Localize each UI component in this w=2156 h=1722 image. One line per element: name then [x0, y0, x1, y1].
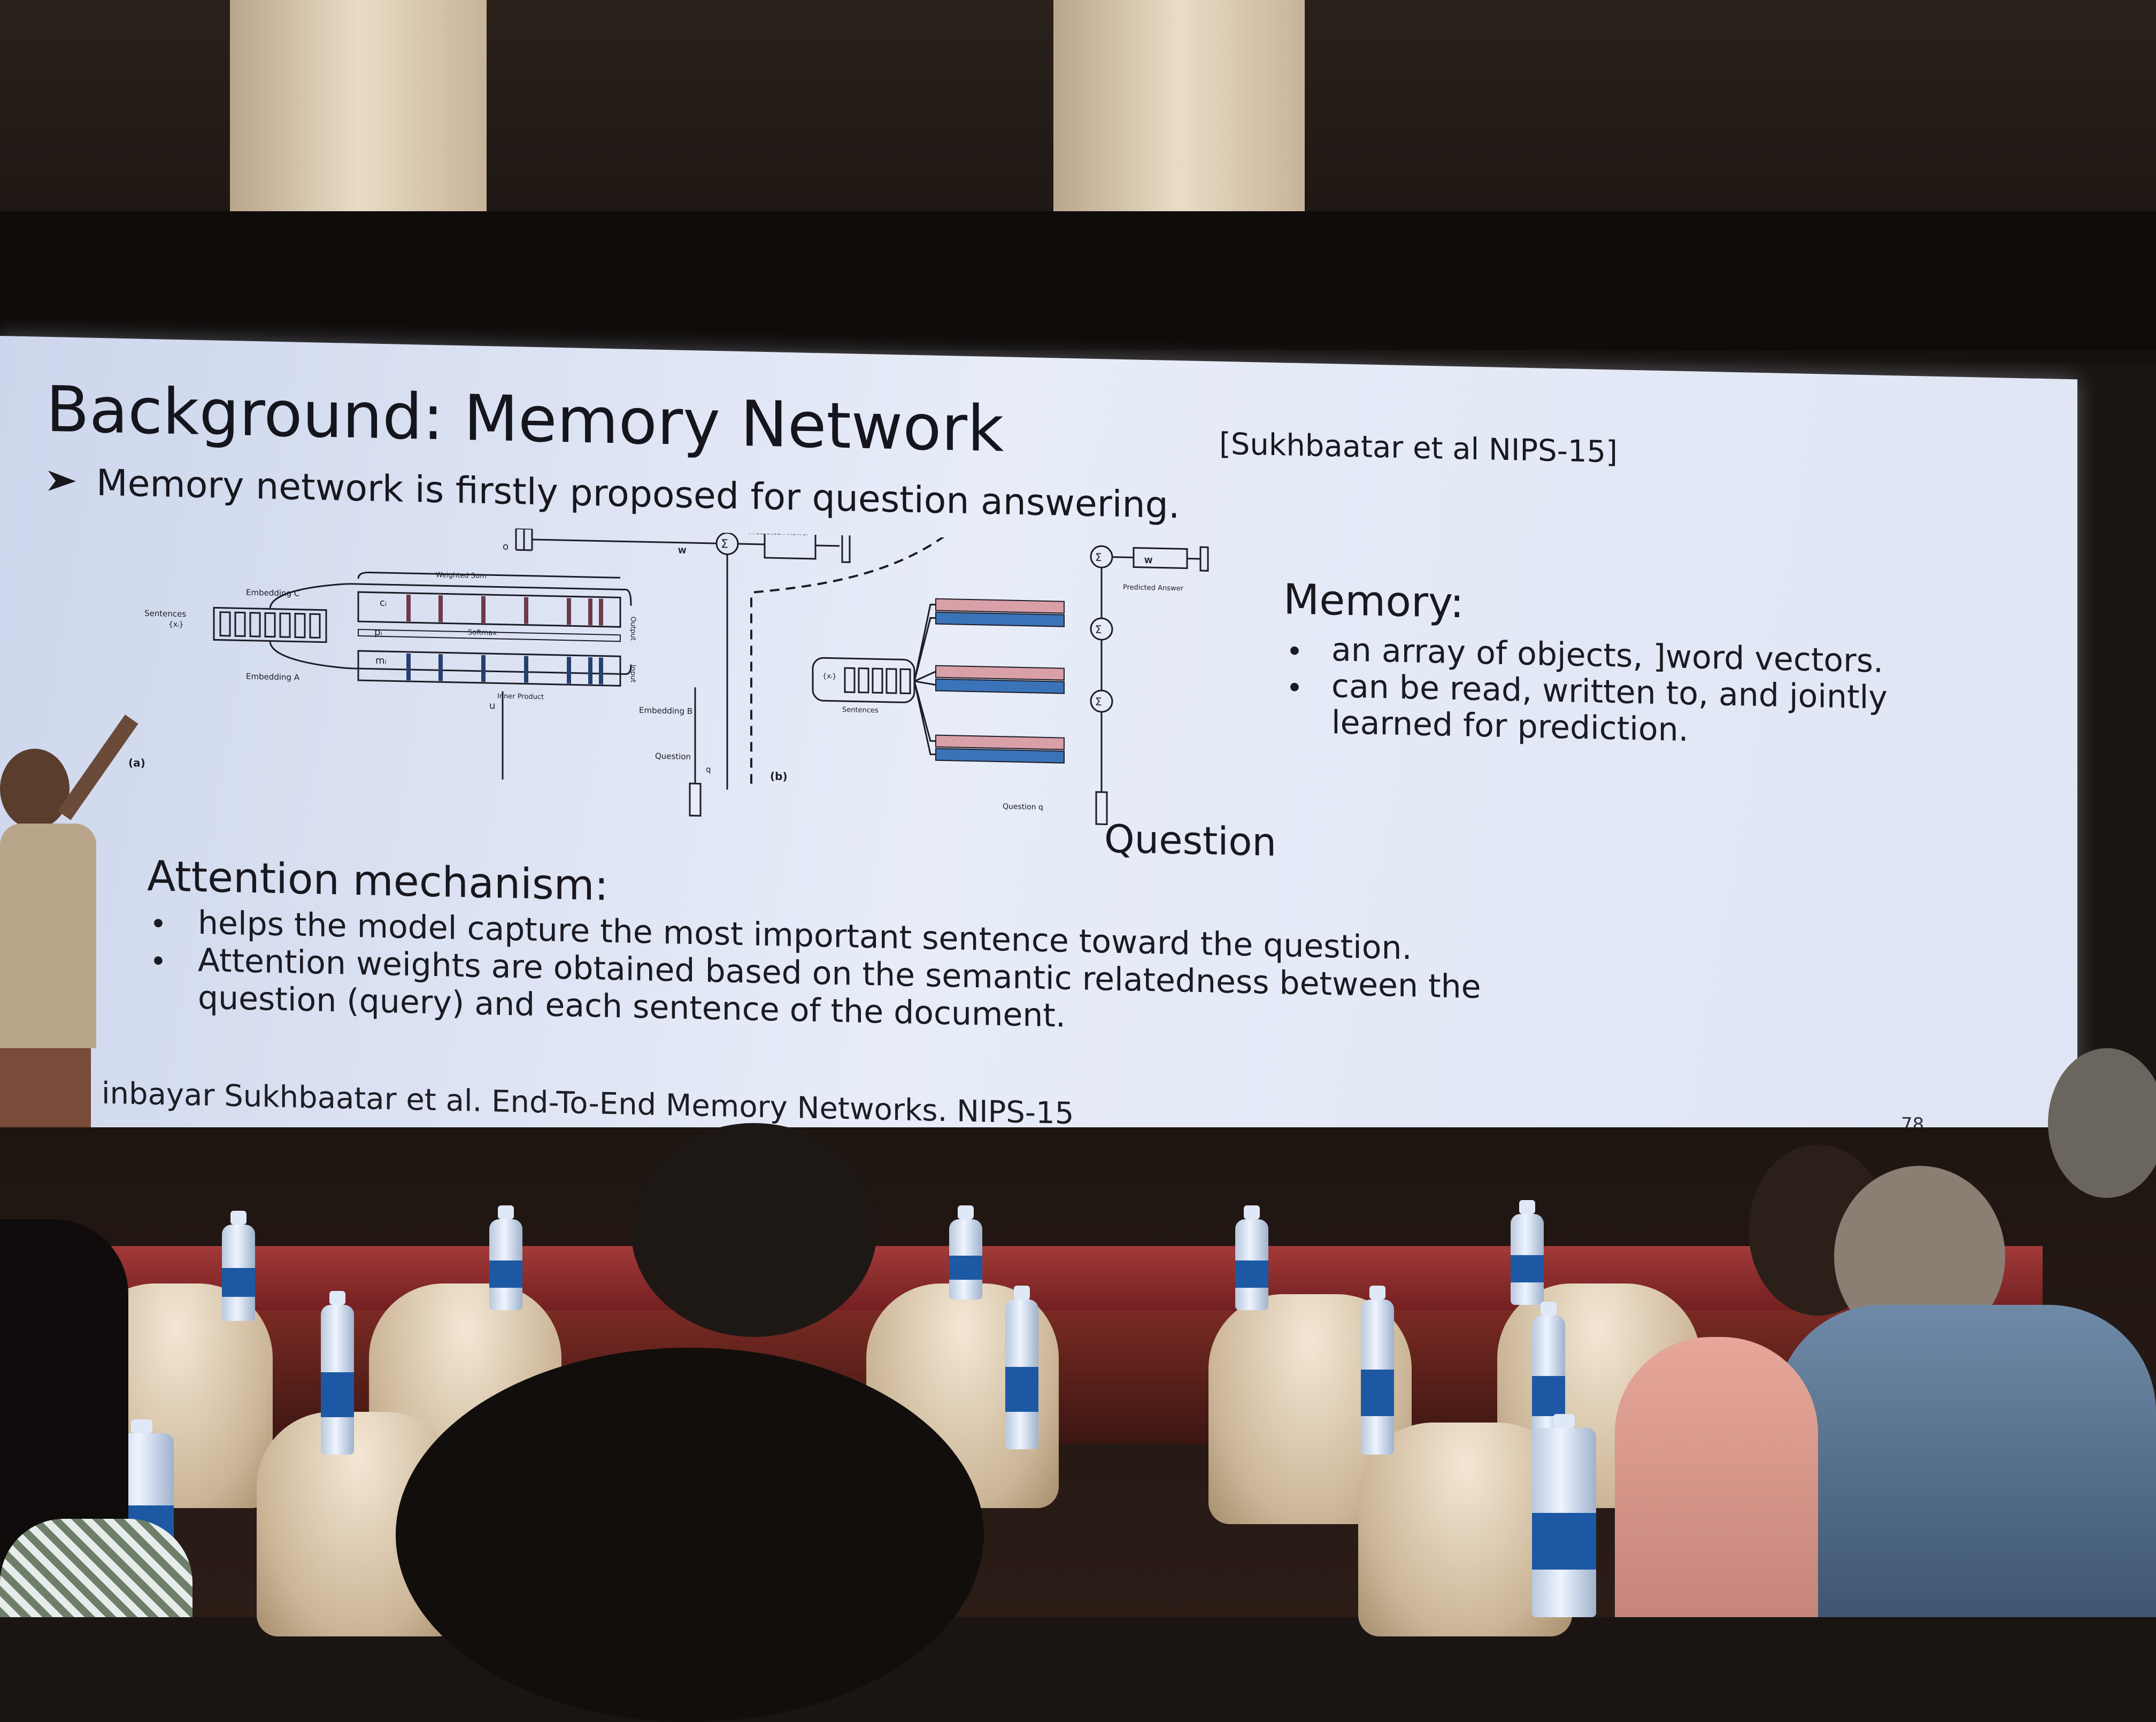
predicted-answer-label: Predicted Answer	[749, 528, 810, 537]
output-memory-row	[357, 591, 621, 628]
water-bottle	[321, 1291, 354, 1455]
w-label-b: W	[1144, 557, 1152, 565]
question-label-b: Question q	[1003, 802, 1043, 812]
audience-member	[0, 1519, 192, 1617]
panel-b-label: (b)	[770, 770, 788, 783]
water-bottle	[489, 1205, 522, 1310]
sentences-label-b: Sentences	[842, 706, 879, 714]
embedding-c-label: Embedding C	[246, 588, 299, 598]
wall-pillar	[1053, 0, 1305, 214]
water-bottle	[1511, 1200, 1544, 1305]
sentences-sub-a: {xᵢ}	[168, 620, 184, 629]
predicted-answer-label-b: Predicted Answer	[1123, 583, 1184, 593]
arrow-bullet-icon	[46, 461, 78, 504]
q-label: q	[706, 765, 711, 774]
softmax-label: Softmax	[468, 628, 497, 637]
panel-a-label: (a)	[128, 756, 145, 770]
w-label: W	[678, 547, 686, 556]
audience-member	[1615, 1337, 1818, 1617]
wall-band	[0, 211, 2156, 350]
slide-citation: [Sukhbaatar et al NIPS-15]	[1219, 426, 1618, 470]
water-bottle	[1005, 1286, 1038, 1449]
water-bottle	[222, 1211, 255, 1321]
slide-footer: inbayar Sukhbaatar et al. End-To-End Mem…	[102, 1075, 1074, 1132]
sigma-b2: Σ	[1095, 623, 1102, 636]
stage-front	[64, 1246, 2043, 1316]
audience-member	[2048, 1048, 2156, 1198]
projection-screen: Background: Memory Network [Sukhbaatar e…	[0, 336, 2077, 1171]
weighted-sum-label: Weighted Sum	[436, 571, 487, 580]
input-label: Input	[629, 665, 637, 683]
attention-heading: Attention mechanism:	[147, 852, 609, 910]
inner-product-label: Inner Product	[497, 692, 544, 701]
input-memory-row	[357, 650, 621, 687]
sigma-b3: Σ	[1095, 695, 1102, 708]
wall-pillar	[230, 0, 487, 214]
audience-member	[396, 1348, 984, 1722]
embedding-b-label: Embedding B	[639, 705, 692, 716]
water-bottle	[1532, 1302, 1565, 1449]
divider-dashes	[753, 521, 964, 594]
main-bullet-text: Memory network is firstly proposed for q…	[96, 462, 1180, 527]
water-bottle	[1532, 1414, 1596, 1617]
ci-label: cᵢ	[380, 597, 387, 609]
sigma-b1: Σ	[1095, 551, 1102, 564]
memory-network-diagram: Embedding C Sentences {xᵢ} Embedding A W…	[128, 521, 1209, 825]
question-label-a: Question	[655, 751, 691, 762]
audience-member	[1775, 1305, 2156, 1617]
water-bottle	[1235, 1205, 1268, 1310]
sentences-label-a: Sentences	[144, 609, 186, 619]
water-bottle	[1361, 1286, 1394, 1455]
xi-label-b: {xᵢ}	[822, 672, 837, 681]
question-label: Question	[1104, 816, 1277, 865]
mi-label: mᵢ	[375, 655, 387, 666]
memory-heading: Memory:	[1283, 575, 1464, 628]
memory-bullet-dot: •	[1286, 634, 1303, 669]
main-bullet: Memory network is firstly proposed for q…	[46, 461, 1180, 527]
memory-item-3: learned for prediction.	[1331, 704, 1689, 749]
u-label: u	[489, 700, 495, 711]
output-label: Output	[629, 617, 637, 641]
slide-title: Background: Memory Network	[46, 372, 1004, 466]
memory-bullet-dot: •	[1286, 671, 1303, 705]
attention-bullet-dot: •	[150, 906, 167, 941]
o-label: o	[503, 541, 509, 552]
sigma-a: Σ	[721, 537, 728, 551]
softmax-row	[358, 629, 621, 642]
audience-member	[631, 1123, 877, 1337]
attention-bullet-dot: •	[150, 944, 167, 979]
embedding-a-label: Embedding A	[246, 672, 300, 682]
water-bottle	[949, 1205, 982, 1300]
